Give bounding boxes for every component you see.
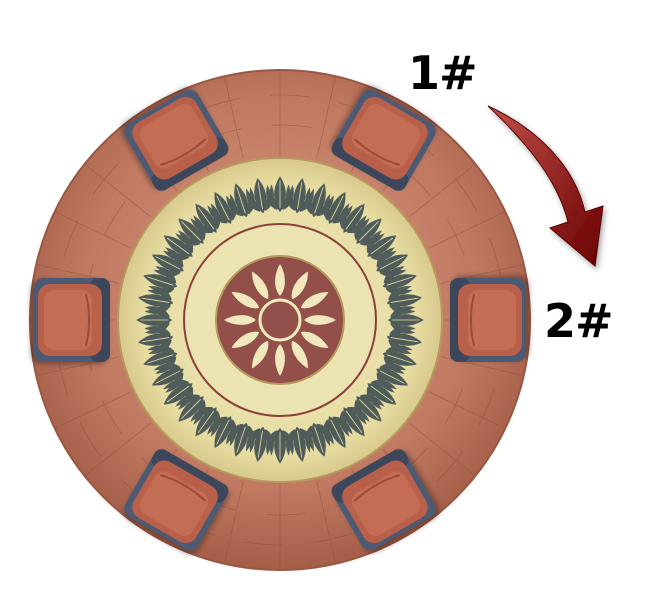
medallion-petal: [275, 264, 285, 296]
medallion-petal: [224, 315, 256, 325]
medallion-petal: [275, 344, 285, 376]
medallion: [224, 264, 336, 376]
medallion-petal: [304, 315, 336, 325]
seat-label-2: 2#: [544, 294, 614, 348]
medallion-petal: [231, 331, 260, 349]
rug: [117, 157, 443, 483]
medallion-petal: [251, 340, 269, 369]
medallion-petal: [291, 340, 309, 369]
medallion-petal: [300, 331, 329, 349]
seat-label-1: 1#: [408, 46, 478, 100]
curved-arrow-icon: [487, 105, 604, 267]
medallion-petal: [231, 291, 260, 309]
medallion-petal: [251, 271, 269, 300]
armchair-top-view-icon: [33, 277, 111, 363]
armchair-top-view-icon: [449, 277, 527, 363]
medallion-petal: [291, 271, 309, 300]
medallion-petal: [300, 291, 329, 309]
